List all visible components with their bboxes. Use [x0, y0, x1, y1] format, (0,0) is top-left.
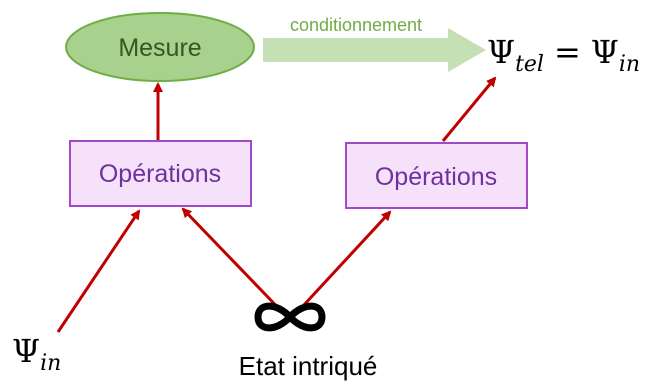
conditioning-block-arrow — [263, 28, 486, 72]
psi-tel-subscript: tel — [515, 52, 544, 77]
psi-in-symbol-right: Ψ — [591, 33, 619, 71]
arrow-entangled-to-operations-right — [288, 210, 392, 322]
arrow-entangled-to-operations-left — [181, 207, 292, 322]
entangled-state-label: Etat intriqué — [239, 351, 378, 381]
mesure-label: Mesure — [118, 34, 201, 62]
operations-right-label: Opérations — [375, 163, 497, 191]
conditioning-label: conditionnement — [290, 15, 422, 35]
psi-tel-symbol: Ψ — [487, 33, 515, 71]
arrow-input-to-operations — [56, 209, 141, 333]
operations-right-node: Opérations — [345, 142, 528, 209]
conditioning-arrow: conditionnement — [263, 15, 486, 72]
operations-right-box — [345, 142, 528, 209]
operations-left-box — [69, 140, 252, 207]
psi-in-subscript: in — [40, 351, 61, 376]
psi-in-symbol: Ψ — [12, 332, 40, 370]
infinity-icon — [254, 302, 326, 332]
operations-left-node: Opérations — [69, 140, 252, 207]
mesure-ellipse — [65, 12, 255, 82]
arrow-operations-to-result — [441, 76, 497, 142]
psi-in-subscript-right: in — [619, 52, 640, 77]
input-state-formula: Ψin — [12, 332, 61, 376]
equals-sign: = — [554, 33, 581, 71]
teleported-state-formula: Ψtel = Ψin — [487, 33, 640, 77]
operations-left-label: Opérations — [99, 160, 221, 188]
mesure-node: Mesure — [65, 12, 255, 82]
